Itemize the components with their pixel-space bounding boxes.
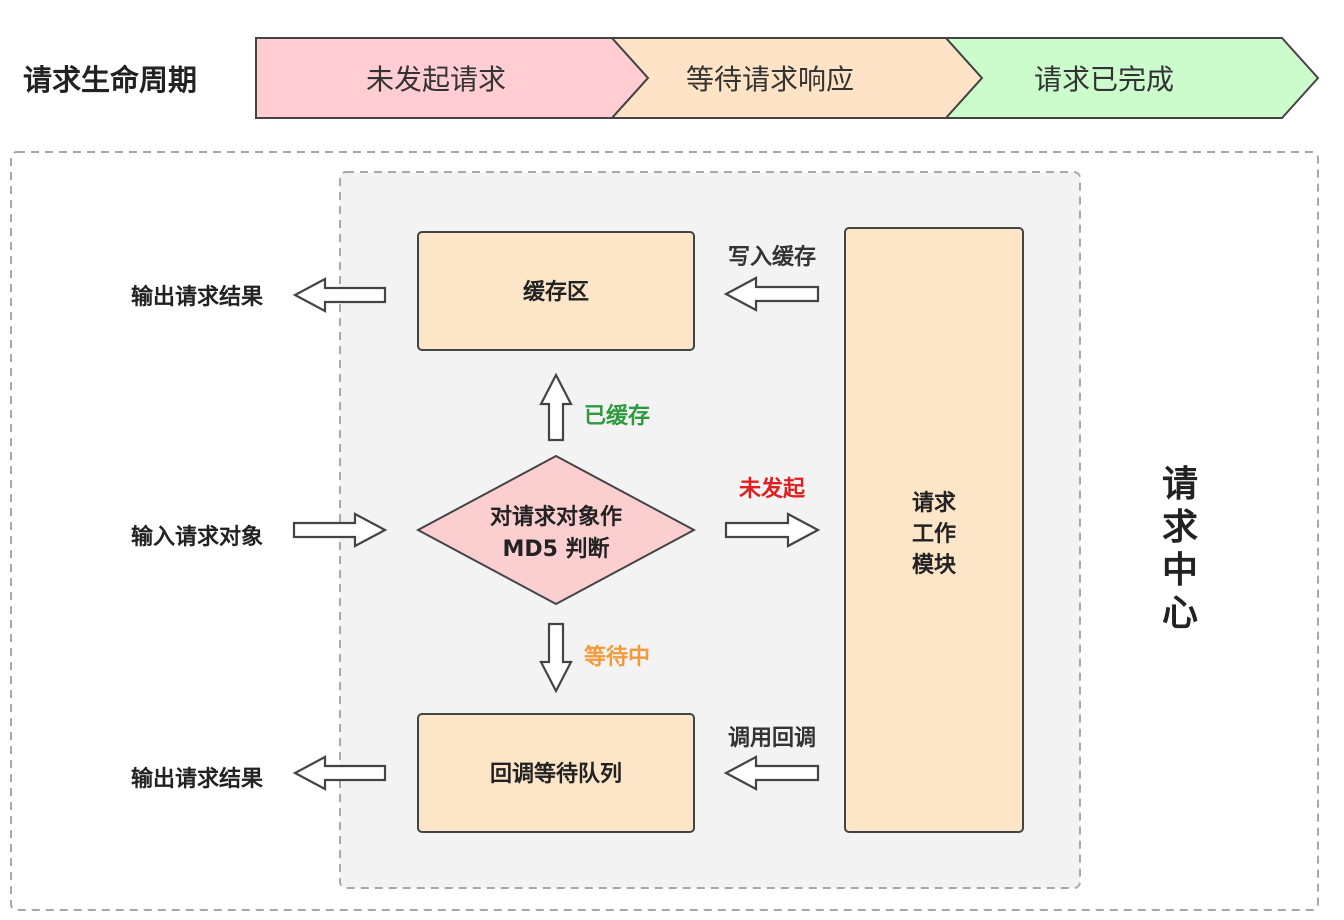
waiting-edge-label: 等待中 <box>584 644 650 670</box>
output-result-top-label: 输出请求结果 <box>131 284 263 310</box>
callback-queue-label: 回调等待队列 <box>490 761 622 787</box>
svg-text:求: 求 <box>1162 507 1198 548</box>
lifecycle-stage-completed <box>943 37 1320 119</box>
callback-queue-box <box>417 713 695 833</box>
output-bottom-arrow <box>292 755 387 791</box>
output-result-bottom-label: 输出请求结果 <box>131 766 263 792</box>
worker-label-line: 请求 <box>912 490 956 516</box>
cached-arrow <box>539 372 573 442</box>
lifecycle-stage-label: 等待请求响应 <box>686 63 854 96</box>
cache-box <box>417 231 695 351</box>
cached-edge-label: 已缓存 <box>584 403 650 429</box>
worker-label-line: 工作 <box>912 522 956 547</box>
waiting-arrow <box>539 622 573 694</box>
not-started-arrow <box>724 512 821 548</box>
svg-text:中: 中 <box>1162 550 1198 591</box>
not-started-edge-label: 未发起 <box>739 476 806 502</box>
call-callback-arrow <box>723 755 820 791</box>
call-callback-edge-label: 调用回调 <box>728 726 816 751</box>
lifecycle-bar: 请求生命周期 未发起请求 等待请求响应 请求已完成 <box>23 37 1320 119</box>
write-cache-edge-label: 写入缓存 <box>728 244 816 270</box>
input-arrow <box>292 512 388 548</box>
request-center-frame <box>10 151 1319 911</box>
lifecycle-stage-label: 请求已完成 <box>1034 63 1174 96</box>
request-worker-module <box>844 227 1024 833</box>
svg-text:心: 心 <box>1162 593 1198 634</box>
lifecycle-label: 请求生命周期 <box>23 63 197 97</box>
worker-label-line: 模块 <box>912 553 957 578</box>
svg-text:请: 请 <box>1162 464 1198 505</box>
write-cache-arrow <box>723 276 820 312</box>
decision-label-line1: 对请求对象作 <box>490 504 622 530</box>
decision-label-line2: MD5 判断 <box>502 536 609 562</box>
output-top-arrow <box>292 277 387 313</box>
input-request-label: 输入请求对象 <box>131 524 263 550</box>
cache-box-label: 缓存区 <box>523 279 589 305</box>
lifecycle-stage-label: 未发起请求 <box>366 63 506 96</box>
request-center-label: 请 求 中 心 <box>1162 464 1198 634</box>
md5-decision-diamond <box>415 454 697 606</box>
